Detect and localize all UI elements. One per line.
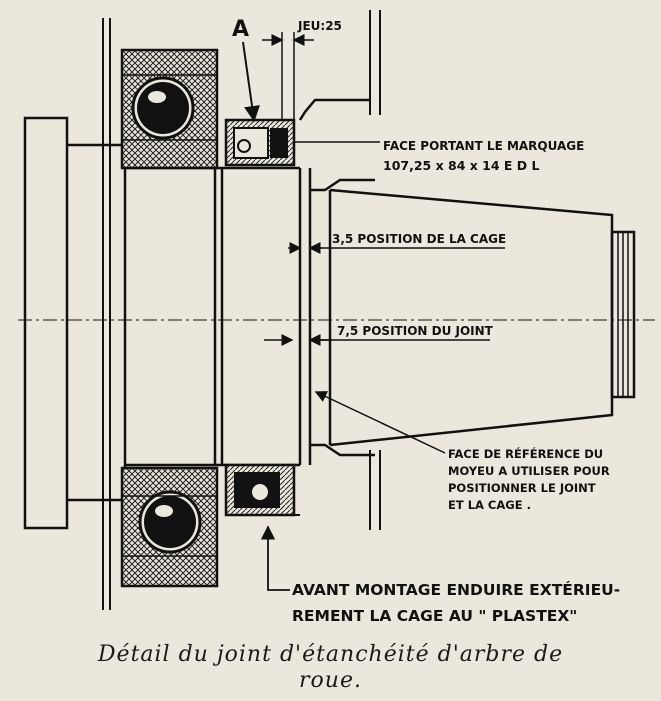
reference-label-line1: FACE DE RÉFÉRENCE DU [448, 446, 603, 461]
reference-leader [314, 391, 446, 454]
jeu-label: JEU:25 [297, 19, 342, 33]
marquage-label-line1: FACE PORTANT LE MARQUAGE [383, 139, 584, 153]
avant-label-line1: AVANT MONTAGE ENDUIRE EXTÉRIEU- [292, 580, 620, 599]
marquage-label-line2: 107,25 x 84 x 14 E D L [383, 158, 540, 173]
housing-outline [102, 10, 381, 610]
reference-label-line4: ET LA CAGE . [448, 498, 531, 512]
position-cage-label: 3,5 POSITION DE LA CAGE [332, 232, 506, 246]
upper-bearing [120, 48, 219, 170]
avant-leader [260, 525, 290, 591]
caption-line2: roue. [299, 668, 362, 693]
shaft [125, 98, 636, 467]
position-joint-label: 7,5 POSITION DU JOINT [337, 324, 494, 338]
marker-a-arrow [242, 41, 260, 122]
upper-seal [224, 118, 296, 167]
figure-caption: Détail du joint d'étanchéité d'arbre de … [0, 642, 661, 694]
caption-line1: Détail du joint d'étanchéité d'arbre de [97, 642, 564, 667]
lower-bearing [120, 466, 219, 588]
lower-seal [224, 463, 300, 517]
jeu-dimension [262, 32, 314, 120]
flange [23, 116, 127, 530]
marker-a: A [232, 17, 249, 42]
technical-drawing: A JEU:25 FACE PORTANT LE MARQUAGE 107,25… [18, 10, 655, 625]
thread-lines [617, 232, 629, 397]
reference-label-line3: POSITIONNER LE JOINT [448, 481, 596, 495]
reference-label-line2: MOYEU A UTILISER POUR [448, 464, 610, 478]
avant-label-line2: REMENT LA CAGE AU " PLASTEX" [292, 607, 577, 625]
